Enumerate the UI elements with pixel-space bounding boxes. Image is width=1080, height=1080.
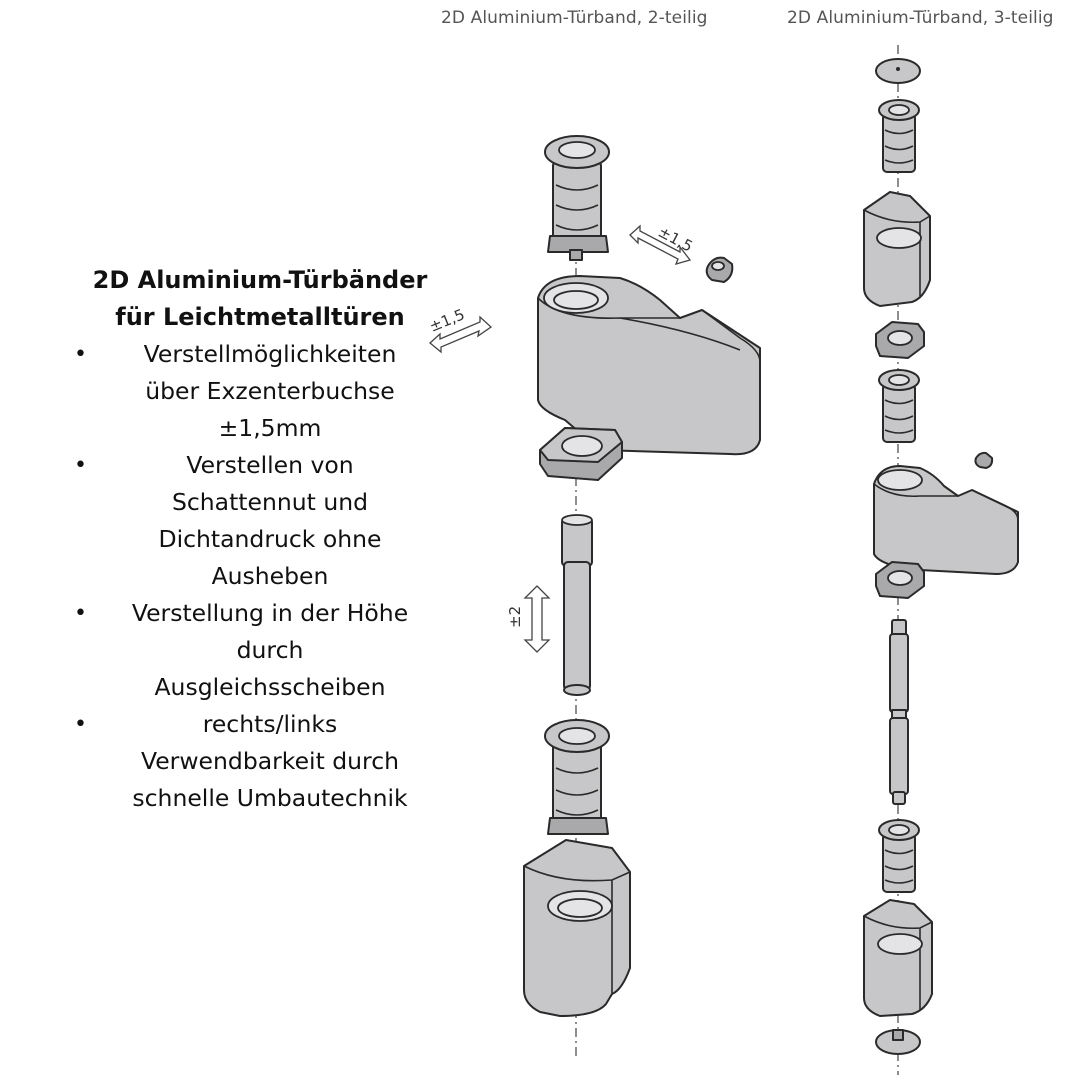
eccentric-bushing-block <box>539 427 623 481</box>
hinge-pin <box>889 619 909 805</box>
hinge-pin <box>561 514 593 696</box>
bottom-bushing <box>544 719 610 835</box>
feature-item: • Verstellmöglichkeiten über Exzenterbuc… <box>60 336 460 447</box>
feature-line: schnelle Umbautechnik <box>132 784 408 812</box>
hinge-leaf-bottom <box>523 839 631 1017</box>
eccentric-bushing-block <box>875 321 925 359</box>
feature-line: Ausgleichsscheiben <box>154 673 386 701</box>
heading-line-1: 2D Aluminium-Türbänder <box>92 266 428 294</box>
hinge-leaf-middle <box>873 465 1019 575</box>
three-part-hinge-assembly <box>863 45 1019 1075</box>
middle-bushing <box>878 369 920 443</box>
eccentric-bushing-block <box>875 561 925 599</box>
feature-line: Verstellmöglichkeiten <box>143 340 397 368</box>
feature-line: Verstellung in der Höhe <box>131 599 409 627</box>
top-cap <box>875 58 921 84</box>
feature-item: • Verstellen von Schattennut und Dichtan… <box>60 447 460 595</box>
feature-line: Verstellen von <box>186 451 354 479</box>
feature-item: • rechts/links Verwendbarkeit durch schn… <box>60 706 460 817</box>
feature-line: über Exzenterbuchse <box>145 377 395 405</box>
adjust-arrow-left: ±1,5 <box>427 305 493 354</box>
feature-line: ±1,5mm <box>218 414 322 442</box>
feature-text-block: 2D Aluminium-Türbänder für Leichtmetallt… <box>60 262 460 817</box>
feature-line: durch <box>236 636 304 664</box>
two-part-hinge-assembly: ±1,5 ±1,5 ±2 <box>427 135 761 1060</box>
dimension-label: ±2 <box>506 606 524 628</box>
height-adjust-arrow: ±2 <box>506 585 551 653</box>
feature-line: rechts/links <box>202 710 338 738</box>
eccentric-pin <box>974 451 994 469</box>
feature-list: • Verstellmöglichkeiten über Exzenterbuc… <box>60 336 460 817</box>
heading-line-2: für Leichtmetalltüren <box>115 303 405 331</box>
bullet-icon: • <box>74 712 87 737</box>
upper-bushing <box>878 99 920 173</box>
adjust-arrow-top: ±1,5 <box>629 223 696 265</box>
bullet-icon: • <box>74 601 87 626</box>
feature-line: Dichtandruck ohne <box>158 525 382 553</box>
bullet-icon: • <box>74 453 87 478</box>
top-bushing <box>544 135 610 261</box>
caption-two-part-hinge: 2D Aluminium-Türband, 2-teilig <box>441 8 708 28</box>
feature-line: Verwendbarkeit durch <box>140 747 400 775</box>
lower-bushing <box>878 819 920 893</box>
caption-three-part-hinge: 2D Aluminium-Türband, 3-teilig <box>787 8 1054 28</box>
feature-line: Schattennut und <box>171 488 369 516</box>
hinge-leaf-top <box>863 191 931 307</box>
hinge-leaf-main <box>537 275 761 456</box>
feature-line: Ausheben <box>211 562 329 590</box>
heading: 2D Aluminium-Türbänder für Leichtmetallt… <box>60 262 460 336</box>
hinge-leaf-bottom <box>863 899 933 1017</box>
feature-item: • Verstellung in der Höhe durch Ausgleic… <box>60 595 460 706</box>
bottom-cap <box>875 1029 921 1055</box>
bullet-icon: • <box>74 342 87 367</box>
eccentric-pin <box>705 256 734 283</box>
